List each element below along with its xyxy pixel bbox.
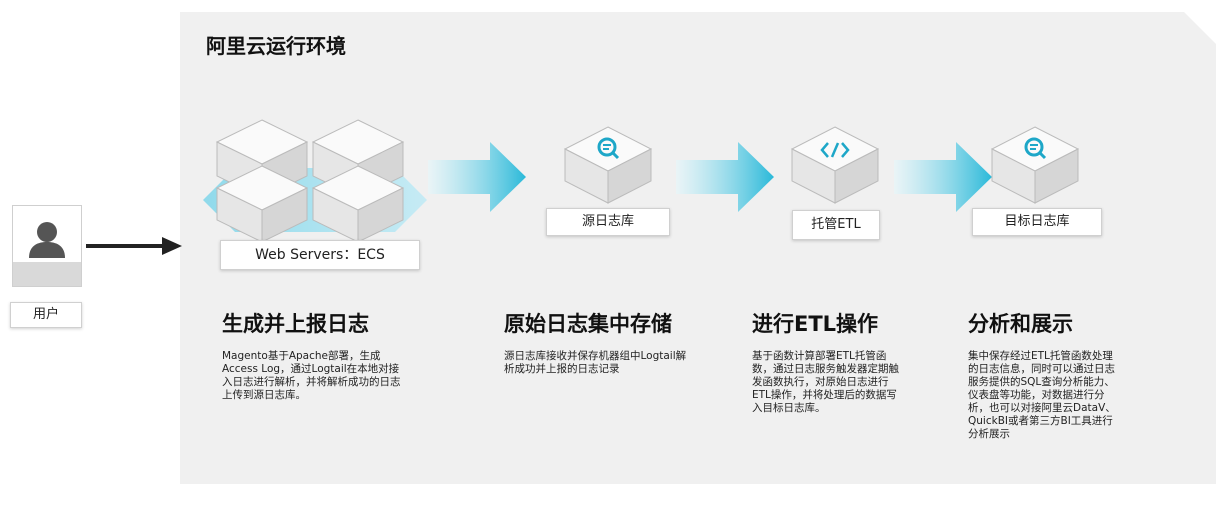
step-4-description: 集中保存经过ETL托管函数处理 的日志信息，同时可以通过日志 服务提供的SQL查…	[968, 350, 1153, 441]
search-icon	[597, 137, 620, 160]
desc-line: ETL操作，并将处理后的数据写	[752, 389, 897, 401]
desc-line: 入目标日志库。	[752, 402, 826, 414]
desc-line: 上传到源日志库。	[222, 389, 306, 401]
source-logstore-label: 源日志库	[546, 208, 670, 236]
user-card	[12, 205, 82, 287]
desc-line: 数，通过日志服务触发器定期触	[752, 363, 899, 375]
desc-line: Magento基于Apache部署，生成	[222, 350, 381, 362]
step-1-heading: 生成并上报日志	[222, 312, 369, 336]
step-2-heading: 原始日志集中存储	[504, 312, 672, 336]
step-3-heading: 进行ETL操作	[752, 312, 879, 336]
step-3-description: 基于函数计算部署ETL托管函 数，通过日志服务触发器定期触 发函数执行，对原始日…	[752, 350, 932, 415]
desc-line: 仪表盘等功能，对数据进行分	[968, 389, 1105, 401]
search-icon	[1024, 137, 1047, 160]
web-servers-label: Web Servers：ECS	[220, 240, 420, 270]
user-label: 用户	[10, 302, 82, 328]
desc-line: 分析展示	[968, 428, 1010, 440]
user-arrow	[86, 237, 182, 255]
panel-title: 阿里云运行环境	[206, 34, 346, 58]
desc-line: 基于函数计算部署ETL托管函	[752, 350, 887, 362]
desc-line: 发函数执行，对原始日志进行	[752, 376, 889, 388]
desc-line: 析，也可以对接阿里云DataV、	[968, 402, 1116, 414]
step-4-heading: 分析和展示	[968, 312, 1073, 336]
target-logstore-label-text: 目标日志库	[1004, 214, 1070, 229]
user-label-text: 用户	[32, 307, 59, 322]
desc-line: QuickBI或者第三方BI工具进行	[968, 415, 1113, 427]
etl-cube	[790, 126, 880, 204]
desc-line: 源日志库接收并保存机器组中Logtail解	[504, 350, 687, 362]
desc-line: 入日志进行解析，并将解析成功的日志	[222, 376, 401, 388]
flow-arrow-1	[428, 142, 526, 212]
flow-arrow-3	[894, 142, 992, 212]
desc-line: Access Log，通过Logtail在本地对接	[222, 363, 400, 375]
desc-line: 集中保存经过ETL托管函数处理	[968, 350, 1113, 362]
user-icon	[13, 222, 81, 286]
etl-label-text: 托管ETL	[811, 217, 861, 232]
flow-arrow-2	[676, 142, 774, 212]
target-logstore-label: 目标日志库	[972, 208, 1102, 236]
desc-line: 析成功并上报的日志记录	[504, 363, 620, 375]
web-servers-cubes	[203, 119, 427, 243]
desc-line: 服务提供的SQL查询分析能力、	[968, 376, 1115, 388]
web-servers-label-text: Web Servers：ECS	[255, 247, 385, 263]
source-logstore-label-text: 源日志库	[581, 214, 634, 229]
etl-icon	[820, 142, 850, 158]
etl-label: 托管ETL	[792, 210, 880, 240]
step-2-description: 源日志库接收并保存机器组中Logtail解 析成功并上报的日志记录	[504, 350, 719, 376]
step-1-description: Magento基于Apache部署，生成 Access Log，通过Logtai…	[222, 350, 432, 402]
desc-line: 的日志信息，同时可以通过日志	[968, 363, 1115, 375]
